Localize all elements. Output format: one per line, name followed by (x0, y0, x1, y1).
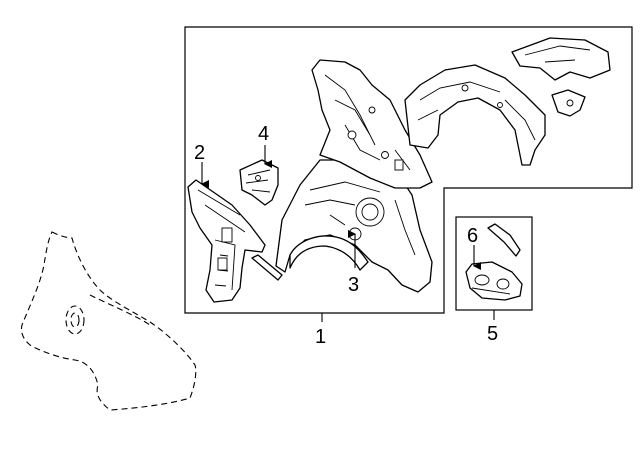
callout-2: 2 (194, 142, 205, 164)
callout-3: 3 (348, 274, 359, 296)
part-2-pillar (187, 179, 283, 303)
callout-4: 4 (258, 123, 269, 145)
group-frame-1 (184, 26, 633, 314)
part-1-rail-bracket (511, 37, 611, 117)
callout-6: 6 (467, 225, 478, 247)
part-1-upper-panel (311, 59, 433, 189)
part-3-wheelhouse (275, 159, 433, 293)
callout-1: 1 (315, 326, 326, 348)
callout-5: 5 (487, 323, 498, 345)
part-4-bracket (239, 159, 279, 206)
quarter-panel-outline (20, 231, 197, 411)
part-5-bracket-assembly (465, 223, 523, 301)
part-1-wheelhouse-outer (404, 64, 546, 166)
